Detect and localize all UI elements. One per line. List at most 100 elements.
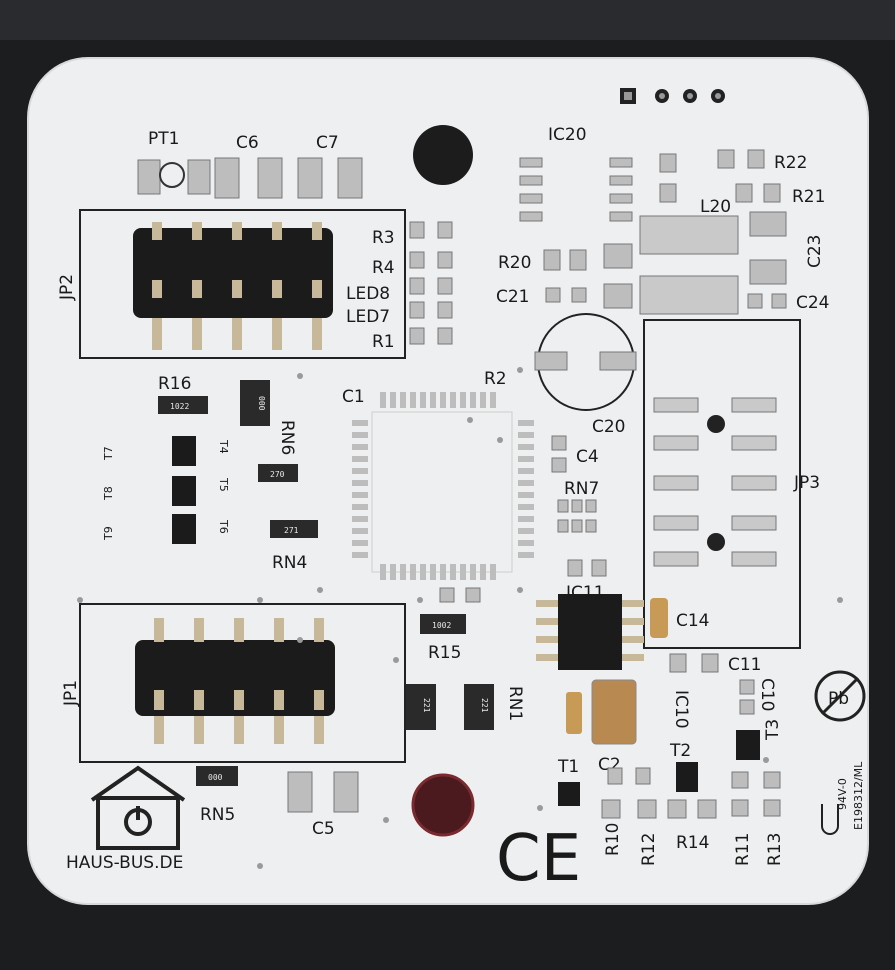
label-r14: R14 <box>676 833 709 853</box>
label-r22: R22 <box>774 153 807 173</box>
marking-rn3: 270 <box>270 470 285 479</box>
transistor-t3 <box>736 730 760 760</box>
pads-bottom-right <box>601 767 781 819</box>
mcu-footprint <box>352 392 534 580</box>
chip-ic11 <box>536 594 644 670</box>
label-r15: R15 <box>428 643 461 663</box>
pads-r20-c21 <box>543 243 633 309</box>
label-rn7: RN7 <box>564 479 599 499</box>
ic20-pads <box>519 157 633 222</box>
chip-rn3 <box>258 464 298 482</box>
marking-rn6: 000 <box>257 396 266 411</box>
jp3-hole-bottom <box>707 533 725 551</box>
label-r21: R21 <box>792 187 825 207</box>
label-ic11: IC11 <box>566 583 605 603</box>
label-r4: R4 <box>372 258 395 278</box>
inductor-l20 <box>639 215 739 315</box>
transistor-t1 <box>558 782 580 806</box>
label-r12: R12 <box>639 833 659 866</box>
label-r13: R13 <box>765 833 785 866</box>
label-c1: C1 <box>342 387 365 407</box>
label-c24: C24 <box>796 293 830 313</box>
label-r1: R1 <box>372 332 395 352</box>
label-c6: C6 <box>236 133 259 153</box>
jp1-outline <box>79 603 406 763</box>
label-c7: C7 <box>316 133 339 153</box>
chip-rn6 <box>240 380 270 426</box>
label-c23: C23 <box>805 234 825 268</box>
label-t8: T8 <box>102 486 115 501</box>
pads-c23 <box>749 211 787 285</box>
label-r16: R16 <box>158 374 191 394</box>
label-r20: R20 <box>498 253 531 273</box>
ul-rating: 94V-0 <box>836 778 849 810</box>
capacitor-tantalum <box>591 679 637 745</box>
pads-c24 <box>747 293 787 309</box>
label-c11: C11 <box>728 655 762 675</box>
chip-rn2 <box>406 684 436 730</box>
pads-near-r15 <box>439 587 481 603</box>
label-c10: C10 <box>757 678 777 712</box>
jp3-outline <box>643 319 801 649</box>
label-led7: LED7 <box>346 307 390 327</box>
ul-code: E198312/ML <box>852 761 865 830</box>
label-r10: R10 <box>603 823 623 856</box>
programming-header <box>620 88 725 104</box>
label-pt1: PT1 <box>148 129 179 149</box>
label-c21: C21 <box>496 287 530 307</box>
status-led <box>411 773 475 837</box>
marking-r15: 1002 <box>432 621 451 630</box>
label-t5: T5 <box>217 477 230 492</box>
label-t3: T3 <box>763 719 783 741</box>
label-ic10: IC10 <box>671 690 691 729</box>
marking-r16: 1022 <box>170 402 189 411</box>
jp2-outline <box>79 209 406 359</box>
chip-r15 <box>420 614 466 634</box>
label-rn1: RN1 <box>505 686 525 721</box>
ce-mark: CE <box>496 822 581 896</box>
marking-rn1: 221 <box>480 698 489 713</box>
pb-text: Pb <box>828 689 849 709</box>
jp2-header <box>133 222 333 350</box>
label-r2: R2 <box>484 369 507 389</box>
ul-logo-icon <box>821 804 839 835</box>
label-jp2: JP2 <box>57 274 77 301</box>
jp3-hole-top <box>707 415 725 433</box>
label-ic20: IC20 <box>548 125 587 145</box>
label-jp3: JP3 <box>793 473 820 493</box>
chip-r16 <box>158 396 208 414</box>
label-jp1: JP1 <box>61 680 81 707</box>
jp3-pads <box>653 397 777 567</box>
pb-free-icon <box>814 670 866 722</box>
house-logo-icon <box>90 765 186 850</box>
vias <box>77 367 843 869</box>
brand-text: HAUS-BUS.DE <box>66 853 183 873</box>
chip-rn5 <box>196 766 238 786</box>
capacitor-c14 <box>650 598 668 638</box>
label-t2: T2 <box>669 741 691 761</box>
pads-r-column <box>409 221 453 345</box>
label-t6: T6 <box>217 519 230 534</box>
label-t7: T7 <box>102 446 115 461</box>
label-c14: C14 <box>676 611 710 631</box>
label-t1: T1 <box>557 757 579 777</box>
marking-rn2: 221 <box>422 698 431 713</box>
label-r3: R3 <box>372 228 395 248</box>
label-r11: R11 <box>733 833 753 866</box>
pads-c4-rn7 <box>551 435 607 577</box>
transistors-left <box>172 436 196 544</box>
label-t9: T9 <box>102 526 115 541</box>
background-top <box>0 0 895 40</box>
label-rn4: RN4 <box>272 553 307 573</box>
transistor-t2 <box>676 762 698 792</box>
marking-rn5: 000 <box>208 773 223 782</box>
pads-top-row <box>137 157 363 199</box>
capacitor-small <box>566 692 582 734</box>
label-led8: LED8 <box>346 284 390 304</box>
label-c5: C5 <box>312 819 335 839</box>
label-l20: L20 <box>700 197 731 217</box>
chip-rn1 <box>464 684 494 730</box>
label-rn5: RN5 <box>200 805 235 825</box>
